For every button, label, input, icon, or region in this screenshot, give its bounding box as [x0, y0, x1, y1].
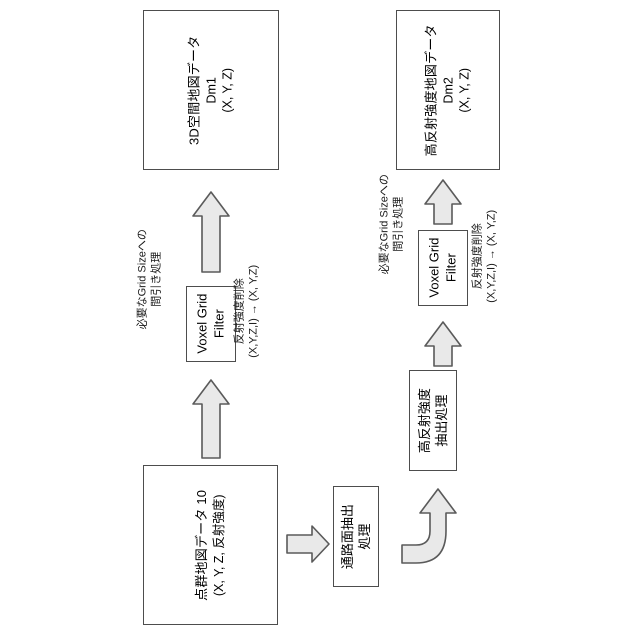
label-grid-size-thinning-1-line1: 必要なGrid Sizeへの — [136, 229, 149, 330]
node-3d-space-map-data-line2: Dm1 — [204, 76, 219, 104]
node-3d-space-map-data-line3: (X, Y, Z) — [220, 67, 235, 113]
node-high-reflectance-map-data-line3: (X, Y, Z) — [457, 67, 472, 113]
label-grid-size-thinning-1-line2: 間引き処理 — [151, 251, 163, 307]
label-reflectance-removal-1: 反射強度削除 (X,Y,Z,I) → (X, Y,Z) — [233, 248, 262, 374]
node-point-cloud-map-data-line1: 点群地図データ 10 — [194, 489, 210, 601]
arrow-voxel2-to-reflectance-map — [422, 178, 464, 226]
node-road-surface-extraction-line1: 通路面抽出 — [339, 503, 355, 570]
label-reflectance-removal-2: 反射強度削除 (X,Y,Z,I) → (X, Y,Z) — [471, 193, 500, 319]
node-3d-space-map-data: 3D空間地図データ Dm1 (X, Y, Z) — [143, 10, 279, 170]
node-voxel-grid-filter-2: Voxel Grid Filter — [418, 230, 468, 306]
node-high-reflectance-map-data-line1: 高反射強度地図データ — [423, 23, 439, 157]
node-high-reflectance-extraction-line2: 抽出処理 — [433, 394, 449, 447]
node-high-reflectance-map-data-line2: Dm2 — [441, 76, 456, 104]
node-high-reflectance-map-data: 高反射強度地図データ Dm2 (X, Y, Z) — [396, 10, 500, 170]
node-road-surface-extraction-line2: 処理 — [356, 523, 372, 550]
node-voxel-grid-filter-1-line2: Filter — [211, 309, 227, 339]
node-high-reflectance-extraction: 高反射強度 抽出処理 — [409, 370, 457, 471]
arrow-voxel1-to-3d-map — [190, 190, 232, 274]
node-high-reflectance-extraction-line1: 高反射強度 — [416, 387, 432, 454]
label-reflectance-removal-1-line2: (X,Y,Z,I) → (X, Y,Z) — [248, 264, 260, 358]
arrow-road-to-high-reflectance — [400, 487, 462, 565]
arrow-pointcloud-to-road-extraction — [285, 524, 331, 564]
arrow-high-reflectance-to-voxel2 — [422, 320, 464, 368]
node-point-cloud-map-data-line2: (X, Y, Z, 反射強度) — [211, 494, 226, 596]
node-voxel-grid-filter-2-line2: Filter — [443, 253, 459, 283]
node-road-surface-extraction: 通路面抽出 処理 — [333, 486, 379, 587]
label-reflectance-removal-1-line1: 反射強度削除 — [233, 278, 246, 345]
node-point-cloud-map-data: 点群地図データ 10 (X, Y, Z, 反射強度) — [143, 465, 278, 625]
label-reflectance-removal-2-line1: 反射強度削除 — [471, 223, 484, 290]
node-voxel-grid-filter-2-line1: Voxel Grid — [426, 238, 442, 298]
label-reflectance-removal-2-line2: (X,Y,Z,I) → (X, Y,Z) — [486, 209, 498, 303]
node-3d-space-map-data-line1: 3D空間地図データ — [186, 35, 202, 145]
arrow-pointcloud-to-voxel1 — [190, 378, 232, 460]
label-grid-size-thinning-2-line1: 必要なGrid Sizeへの — [378, 174, 391, 275]
label-grid-size-thinning-2-line2: 間引き処理 — [393, 196, 405, 252]
label-grid-size-thinning-1: 必要なGrid Sizeへの 間引き処理 — [136, 216, 165, 342]
node-voxel-grid-filter-1: Voxel Grid Filter — [186, 286, 236, 362]
node-voxel-grid-filter-1-line1: Voxel Grid — [194, 294, 210, 354]
label-grid-size-thinning-2: 必要なGrid Sizeへの 間引き処理 — [378, 161, 407, 287]
